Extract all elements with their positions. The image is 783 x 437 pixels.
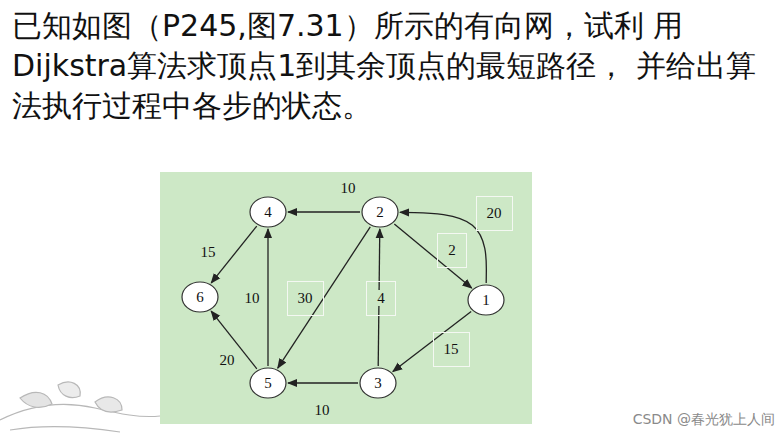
vertex-circle: 1 <box>467 284 505 316</box>
arc-arrow <box>211 311 257 369</box>
vertex-circle: 3 <box>359 367 397 399</box>
vertex-circle: 2 <box>361 196 399 228</box>
vertex-circle: 4 <box>249 196 287 228</box>
watermark: CSDN @春光犹上人间 <box>633 411 775 429</box>
weight-text: 10 <box>313 402 332 419</box>
arc-arrow <box>211 226 257 283</box>
weight-text: 30 <box>297 290 314 306</box>
vertex-circle: 6 <box>181 281 219 313</box>
vertex-circle: 5 <box>249 367 287 399</box>
weight-text: 10 <box>339 180 358 197</box>
title-text: 已知如图（P245,图7.31）所示的有向网，试利 用Dijkstra算法求顶点… <box>12 6 772 126</box>
weight-label: 2 <box>437 233 467 268</box>
weight-text: 15 <box>199 244 218 261</box>
arc-arrow <box>400 212 486 283</box>
weight-text: 20 <box>218 352 237 369</box>
weight-text: 15 <box>443 341 460 357</box>
flower-decoration <box>0 382 160 432</box>
arc-arrow <box>278 227 371 368</box>
weight-text: 4 <box>376 290 386 306</box>
vertex-number: 2 <box>361 196 399 228</box>
weight-label: 30 <box>287 281 324 316</box>
arc-arrow <box>393 311 471 371</box>
vertex-number: 6 <box>181 281 219 313</box>
vertex-number: 4 <box>249 196 287 228</box>
arc-arrow <box>394 224 471 288</box>
weight-label: 4 <box>366 281 396 316</box>
weight-label: 20 <box>476 196 513 231</box>
green-panel <box>160 172 532 424</box>
weight-text: 20 <box>486 205 503 221</box>
arc-arrow <box>288 382 358 383</box>
arc-arrow <box>267 229 268 366</box>
weight-text: 10 <box>243 290 262 307</box>
vertex-number: 1 <box>467 284 505 316</box>
weight-label: 15 <box>433 332 470 367</box>
weight-text: 2 <box>447 242 457 258</box>
vertex-number: 3 <box>359 367 397 399</box>
vertex-number: 5 <box>249 367 287 399</box>
arc-arrow <box>288 211 360 212</box>
